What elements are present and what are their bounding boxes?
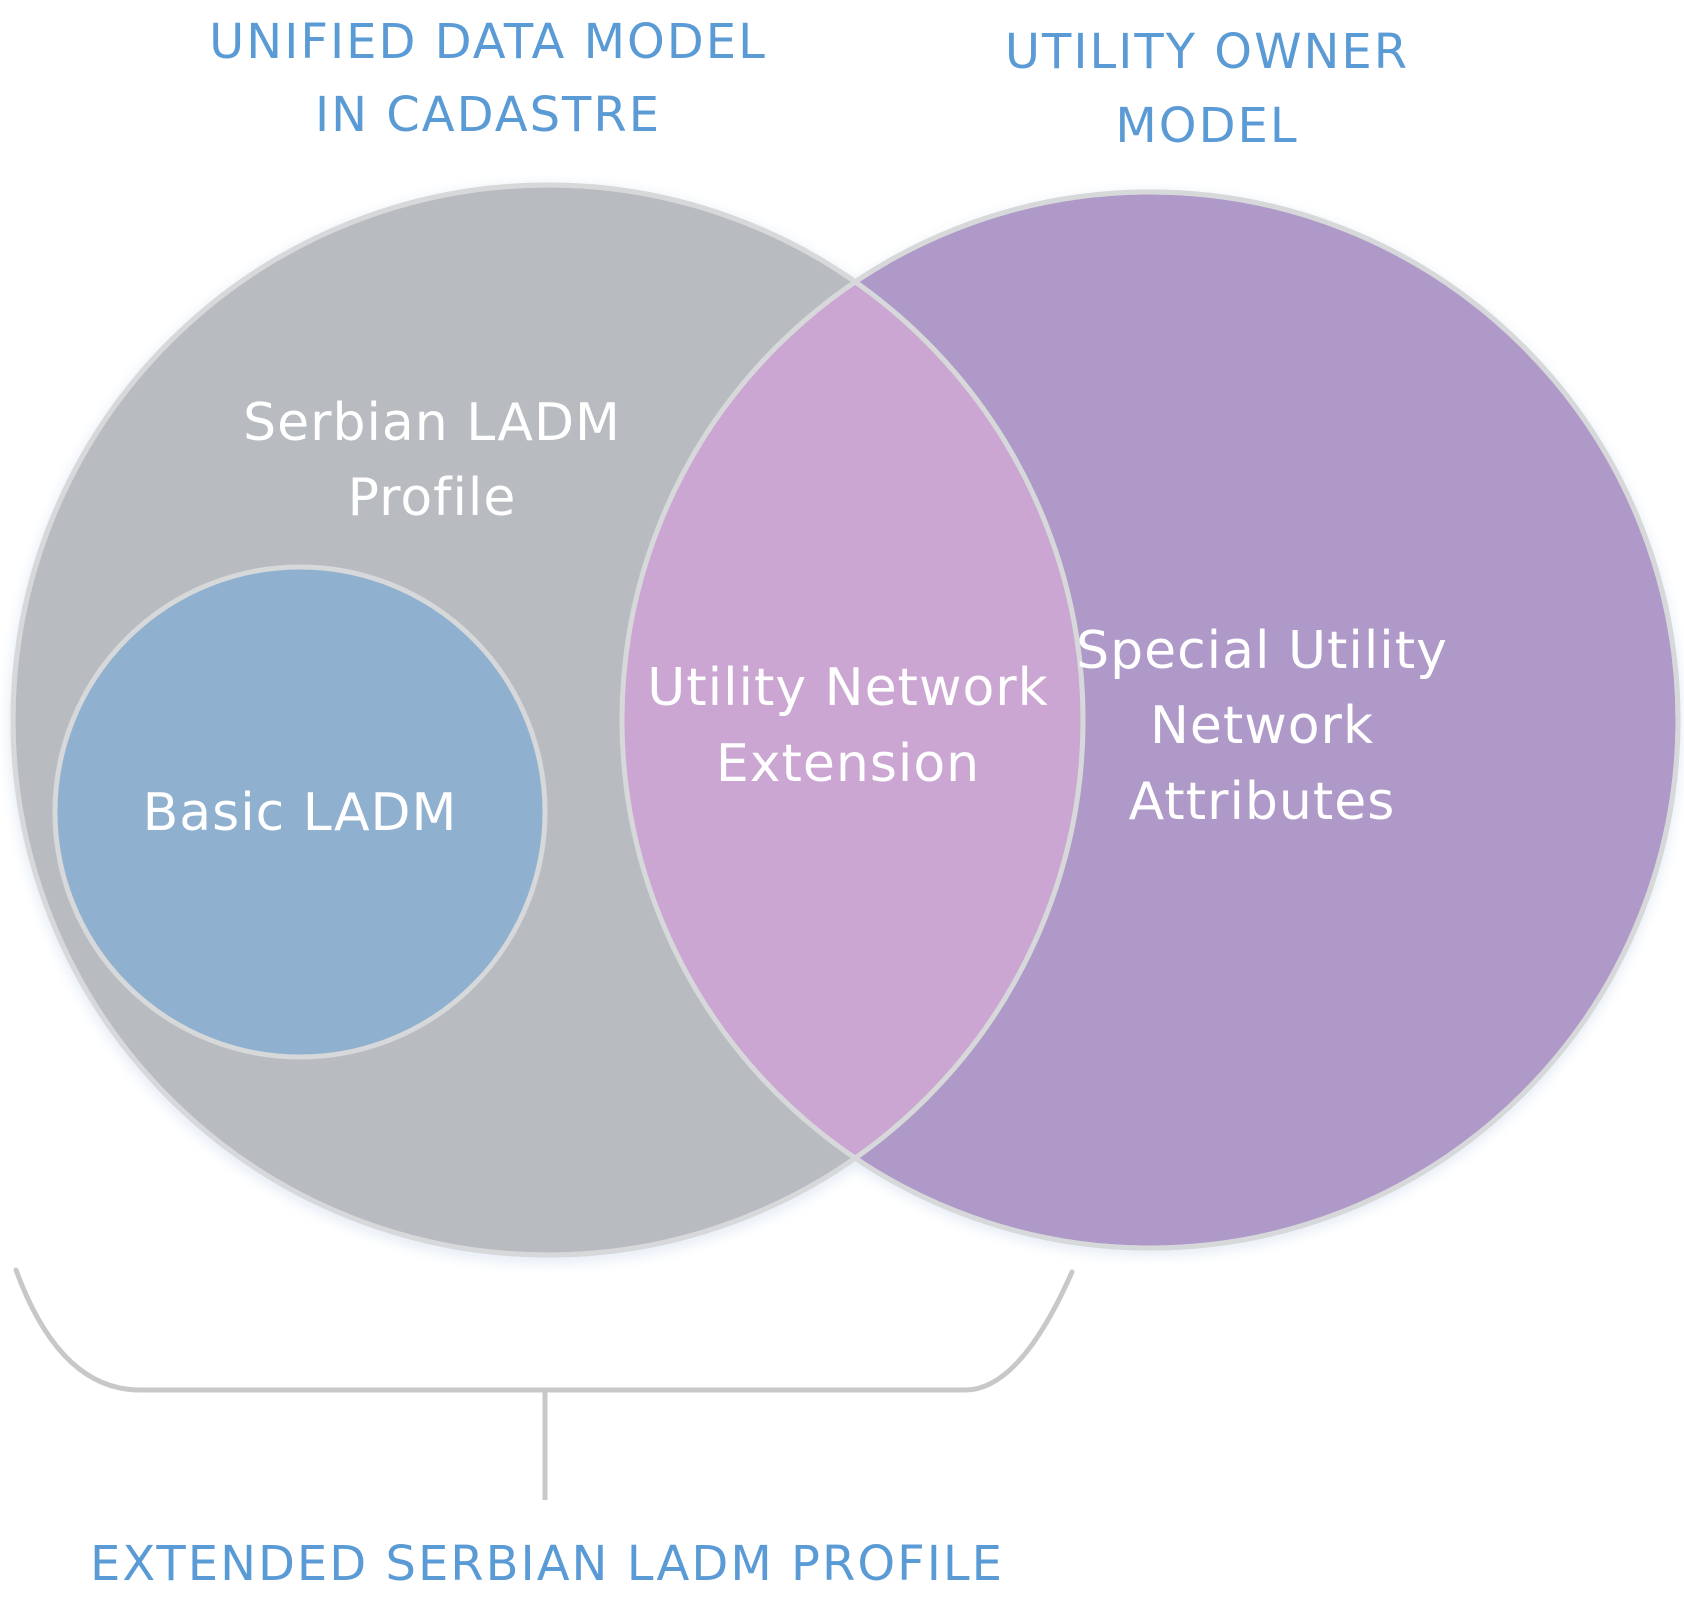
left-circle-outline: [10, 182, 1086, 1258]
extension-label-line1: Utility Network: [647, 658, 1049, 718]
special-attributes-label-line1: Special Utility: [1076, 621, 1448, 681]
left-heading-line1: UNIFIED DATA MODEL: [209, 14, 767, 70]
left-heading-line2: IN CADASTRE: [315, 87, 661, 143]
basic-ladm-label: Basic LADM: [143, 783, 458, 843]
utility-network-extension-region: [622, 192, 1083, 1248]
right-heading-line2: MODEL: [1115, 98, 1298, 154]
extended-profile-bracket: [13, 1267, 1075, 1393]
basic-ladm-circle: [52, 564, 548, 1060]
extension-label-line2: Extension: [716, 734, 980, 794]
right-circle-outline: [619, 189, 1681, 1251]
special-attributes-label-line2: Network: [1150, 696, 1374, 756]
bottom-heading: EXTENDED SERBIAN LADM PROFILE: [90, 1536, 1004, 1592]
serbian-profile-label-line1: Serbian LADM: [243, 393, 621, 453]
serbian-profile-label-line2: Profile: [348, 468, 517, 528]
right-heading-line1: UTILITY OWNER: [1005, 24, 1409, 80]
special-attributes-label-line3: Attributes: [1129, 772, 1396, 832]
